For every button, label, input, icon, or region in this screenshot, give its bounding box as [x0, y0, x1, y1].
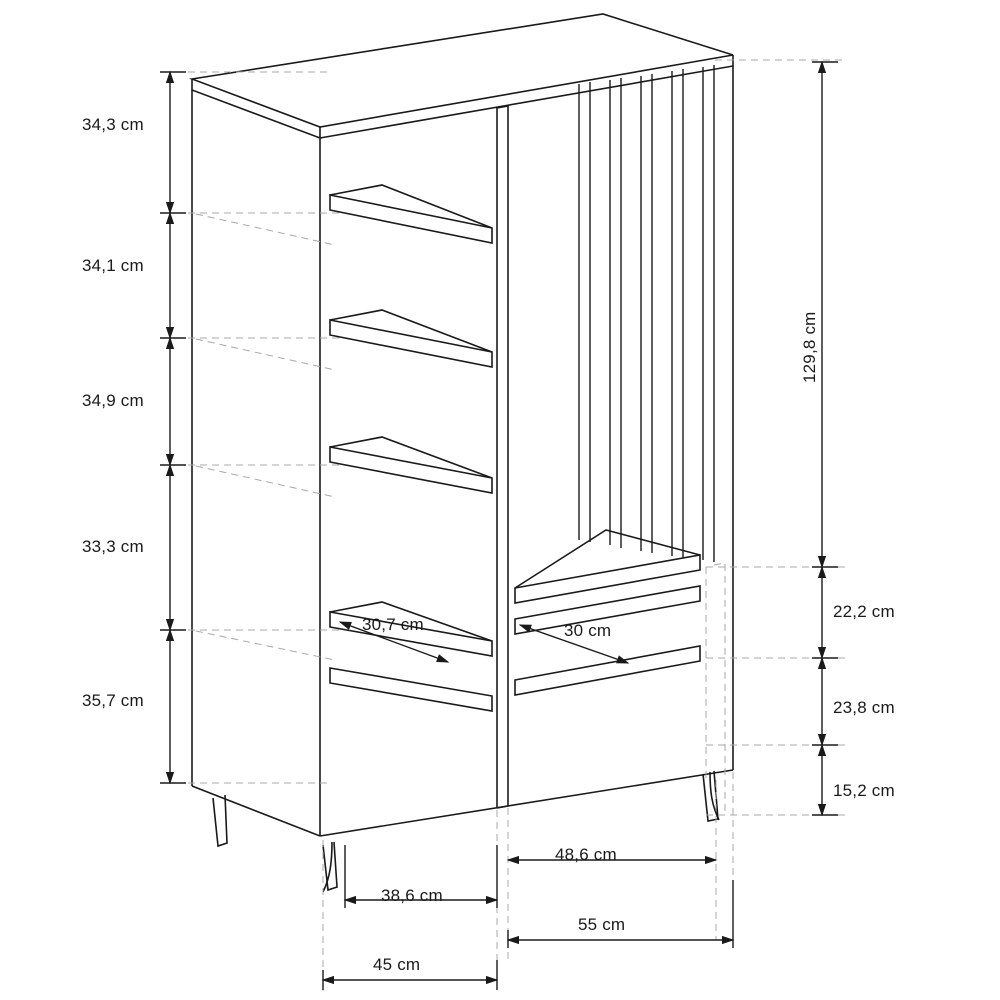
dim-label-left-5: 35,7 cm — [82, 691, 144, 710]
dim-label-bottom-4: 45 cm — [373, 955, 421, 974]
dim-label-right-3: 23,8 cm — [833, 698, 895, 717]
dim-label-shelf-depth-left: 30,7 cm — [362, 615, 424, 634]
dim-label-shelf-depth-right: 30 cm — [564, 621, 612, 640]
right-compartment-rods — [578, 65, 715, 562]
dimension-arrows — [160, 60, 838, 990]
center-divider — [496, 105, 509, 809]
dim-label-left-4: 33,3 cm — [82, 537, 144, 556]
left-shelves — [329, 184, 493, 712]
cabinet-legs — [212, 770, 720, 893]
dim-label-total-height: 129,8 cm — [800, 311, 819, 383]
dim-label-right-4: 15,2 cm — [833, 781, 895, 800]
dim-label-bottom-1: 48,6 cm — [555, 845, 617, 864]
dim-label-left-3: 34,9 cm — [82, 391, 144, 410]
dim-label-right-2: 22,2 cm — [833, 602, 895, 621]
right-shelves — [514, 529, 701, 696]
dim-label-bottom-3: 55 cm — [578, 915, 626, 934]
cabinet-left-side — [191, 90, 321, 837]
cabinet-front-face — [319, 66, 734, 837]
dim-label-bottom-2: 38,6 cm — [381, 886, 443, 905]
dim-label-left-2: 34,1 cm — [82, 256, 144, 275]
projection-lines — [164, 59, 845, 995]
dim-label-left-1: 34,3 cm — [82, 115, 144, 134]
